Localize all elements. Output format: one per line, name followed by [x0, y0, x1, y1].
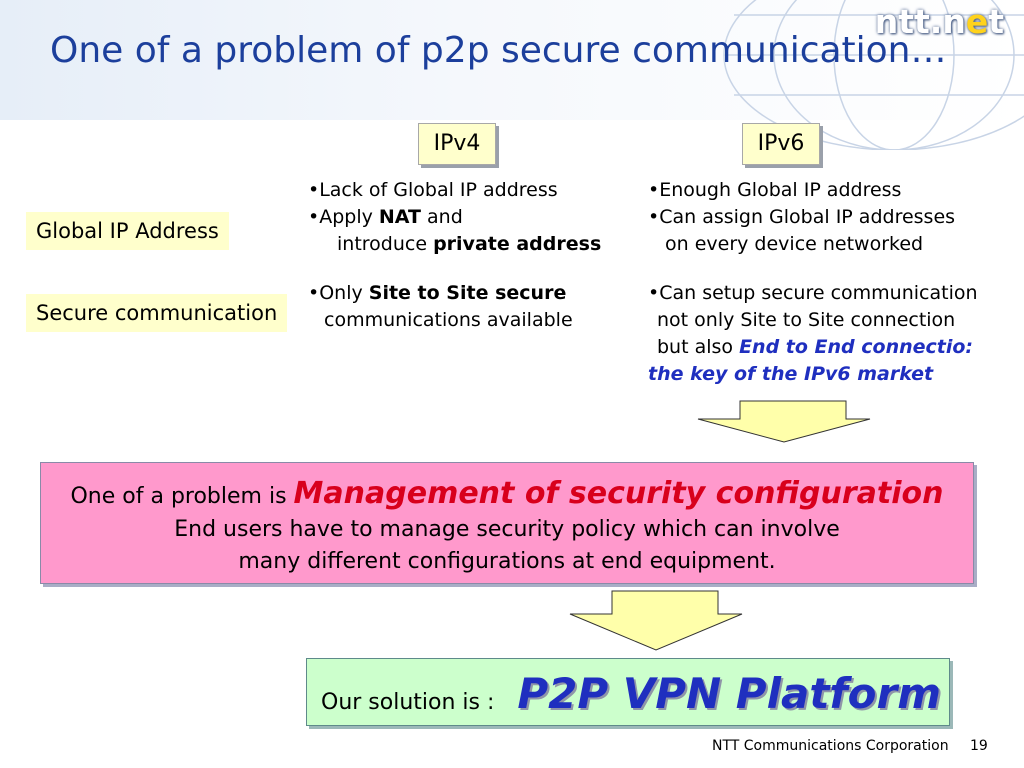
- column-header-ipv6: IPv6: [742, 123, 820, 165]
- page-number: 19: [970, 738, 988, 754]
- ipv4-secure-text: •Only Site to Site secure communications…: [308, 282, 573, 331]
- column-header-ipv4: IPv4: [418, 123, 496, 165]
- footer-company: NTT Communications Corporation: [712, 738, 949, 754]
- problem-highlight: Management of security configuration: [293, 476, 944, 511]
- problem-box: One of a problem is Management of securi…: [40, 462, 974, 584]
- solution-prefix: Our solution is :: [321, 690, 495, 715]
- row-label-secure-communication: Secure communication: [26, 294, 288, 332]
- slide-title: One of a problem of p2p secure communica…: [50, 30, 947, 71]
- header-banner: One of a problem of p2p secure communica…: [0, 0, 1024, 150]
- down-arrow-icon: [697, 400, 871, 443]
- solution-box: Our solution is : P2P VPN Platform: [306, 658, 950, 726]
- down-arrow-icon-2: [569, 590, 743, 651]
- ntt-net-logo: ntt.net: [874, 2, 1004, 41]
- row-label-global-ip: Global IP Address: [26, 212, 229, 250]
- globe-graphic: [723, 0, 1024, 150]
- ipv6-secure-text: •Can setup secure communication not only…: [648, 282, 978, 385]
- ipv4-global-text: •Lack of Global IP address •Apply NAT an…: [308, 179, 602, 255]
- ipv6-global-text: •Enough Global IP address •Can assign Gl…: [648, 179, 956, 255]
- solution-name: P2P VPN Platform: [517, 669, 941, 718]
